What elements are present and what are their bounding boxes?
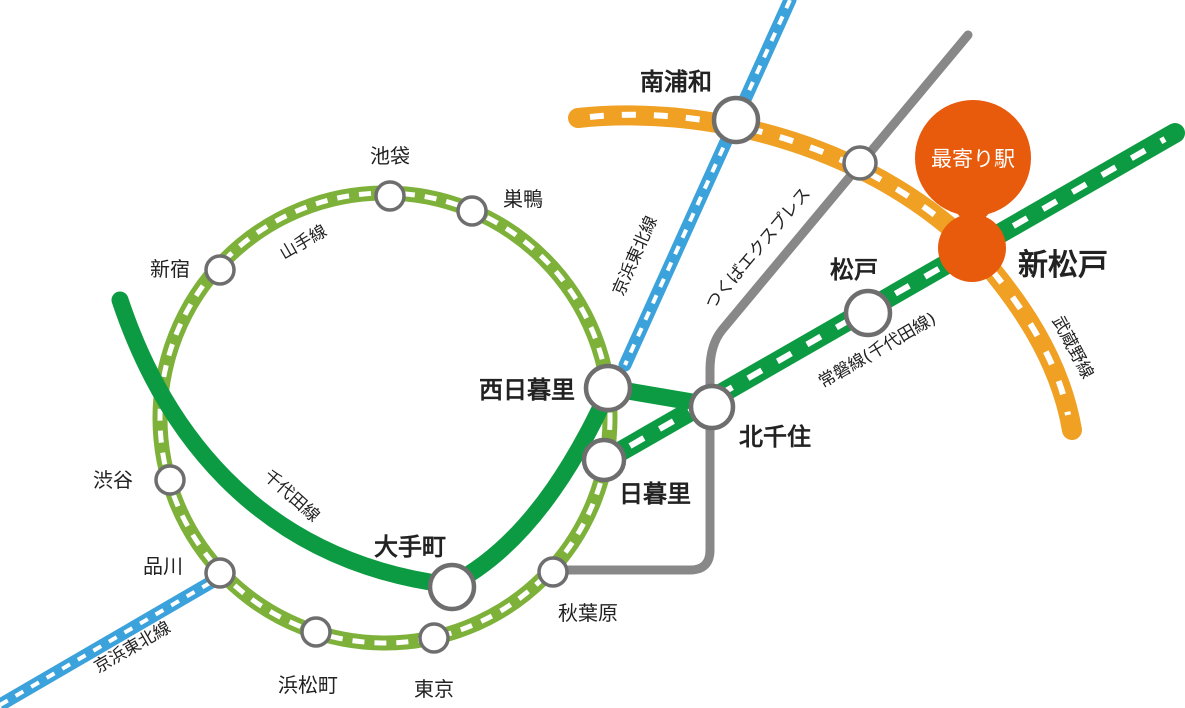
station-ikebukuro[interactable] bbox=[374, 180, 406, 212]
station-minami-urawa[interactable] bbox=[711, 95, 761, 145]
label-shinagawa: 品川 bbox=[143, 554, 183, 578]
label-sugamo: 巣鴨 bbox=[503, 187, 543, 211]
station-shibuya[interactable] bbox=[154, 464, 186, 496]
label-otemachi: 大手町 bbox=[374, 533, 446, 561]
label-hamamatsucho: 浜松町 bbox=[278, 673, 338, 697]
label-kita-senju: 北千住 bbox=[739, 423, 811, 451]
label-matsudo: 松戸 bbox=[830, 256, 878, 284]
station-nishi-nippori[interactable] bbox=[583, 363, 633, 413]
chiyoda-line bbox=[111, 291, 719, 594]
label-tsukuba-express: つくばエクスプレス bbox=[701, 184, 814, 314]
label-akihabara: 秋葉原 bbox=[558, 601, 618, 625]
station-tokyo[interactable] bbox=[418, 622, 450, 654]
station-sugamo[interactable] bbox=[456, 195, 488, 227]
musashino-line bbox=[568, 105, 1082, 440]
label-shinjuku: 新宿 bbox=[150, 257, 190, 281]
label-tokyo: 東京 bbox=[414, 677, 454, 701]
label-minami-urawa: 南浦和 bbox=[640, 68, 712, 96]
label-nippori: 日暮里 bbox=[619, 480, 691, 508]
tsukuba-express-line bbox=[545, 30, 973, 575]
nearest-station-pin: 最寄り駅 bbox=[915, 100, 1031, 232]
station-kita-senju[interactable] bbox=[688, 383, 736, 431]
station-nippori[interactable] bbox=[581, 437, 627, 483]
station-hamamatsucho[interactable] bbox=[300, 616, 332, 648]
station-matsudo[interactable] bbox=[843, 288, 893, 338]
label-ikebukuro: 池袋 bbox=[370, 144, 410, 168]
label-nishi-nippori: 西日暮里 bbox=[479, 376, 575, 404]
label-shibuya: 渋谷 bbox=[93, 468, 133, 492]
label-shin-matsudo: 新松戸 bbox=[1018, 248, 1108, 283]
station-tsukuba-musashino-junction[interactable] bbox=[842, 145, 878, 181]
station-otemachi[interactable] bbox=[427, 562, 477, 612]
keihin-tohoku-line bbox=[0, 0, 797, 708]
nearest-station-label: 最寄り駅 bbox=[931, 147, 1015, 171]
station-akihabara[interactable] bbox=[537, 556, 569, 588]
station-shin-matsudo[interactable] bbox=[938, 214, 1006, 282]
label-yamanote-line: 山手線 bbox=[276, 221, 330, 264]
station-shinagawa[interactable] bbox=[204, 557, 236, 589]
station-shinjuku[interactable] bbox=[204, 254, 236, 286]
stations bbox=[154, 95, 1006, 654]
